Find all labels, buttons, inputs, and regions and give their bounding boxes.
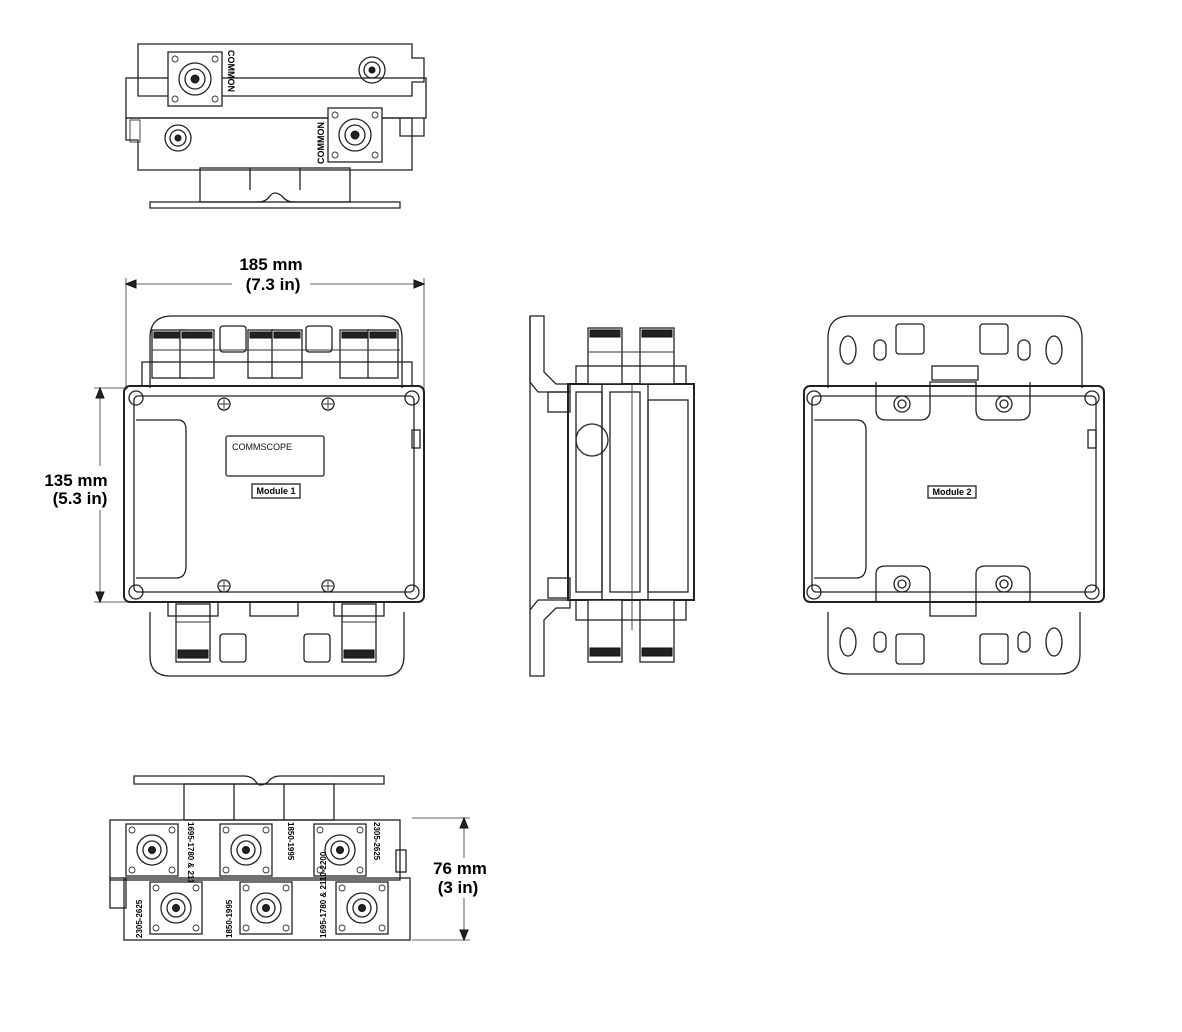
connector-port-top-right [358, 56, 386, 84]
depth-dimension [412, 816, 470, 942]
freq-label-top-2: 1850-1995 [286, 822, 295, 861]
brand-label: COMMSCOPE [232, 442, 292, 452]
height-mm-label: 135 mm [44, 471, 107, 490]
common-label-bottom: COMMON [316, 122, 326, 164]
freq-label-top-1: 1695-1780 & 2110-2200 [186, 822, 195, 909]
front-view: 185 mm (7.3 in) 135 mm (5.3 in) [44, 255, 426, 677]
back-view: Module 2 [803, 315, 1105, 675]
width-in-label: (7.3 in) [246, 275, 301, 294]
depth-mm-label: 76 mm [433, 859, 487, 878]
width-dimension [124, 278, 426, 390]
height-in-label: (5.3 in) [53, 489, 108, 508]
top-connectors [141, 329, 413, 387]
freq-label-top-3: 2305-2625 [372, 822, 381, 861]
port-top-1 [125, 823, 179, 877]
top-view: COMMON COMMON [125, 43, 427, 209]
connector-common-top [167, 51, 223, 107]
connector-port-bottom-left [164, 124, 192, 152]
brand-plate [225, 435, 325, 477]
bottom-connectors [167, 601, 385, 663]
module-2-badge [927, 485, 977, 499]
port-bottom-1 [149, 881, 203, 935]
module-2-label: Module 2 [932, 487, 971, 497]
width-mm-label: 185 mm [239, 255, 302, 274]
screw-1 [217, 397, 231, 411]
port-bottom-2 [239, 881, 293, 935]
port-top-3 [313, 823, 367, 877]
module-1-label: Module 1 [256, 486, 295, 496]
screw-3 [217, 579, 231, 593]
side-view [529, 315, 695, 677]
port-bottom-3 [335, 881, 389, 935]
screw-2 [321, 397, 335, 411]
freq-label-bottom-1: 2305-2625 [135, 899, 144, 938]
height-dimension [94, 386, 128, 604]
freq-label-bottom-2: 1850-1995 [225, 899, 234, 938]
common-label-top: COMMON [226, 50, 236, 92]
module-1-badge [251, 483, 301, 499]
screw-4 [321, 579, 335, 593]
bottom-view: 76 mm (3 in) 1695-1780 & 2110-2200 1850-… [109, 775, 487, 942]
port-top-2 [219, 823, 273, 877]
depth-in-label: (3 in) [438, 878, 479, 897]
freq-label-bottom-3: 1695-1780 & 2110-2200 [319, 851, 328, 938]
connector-common-bottom [327, 107, 383, 163]
